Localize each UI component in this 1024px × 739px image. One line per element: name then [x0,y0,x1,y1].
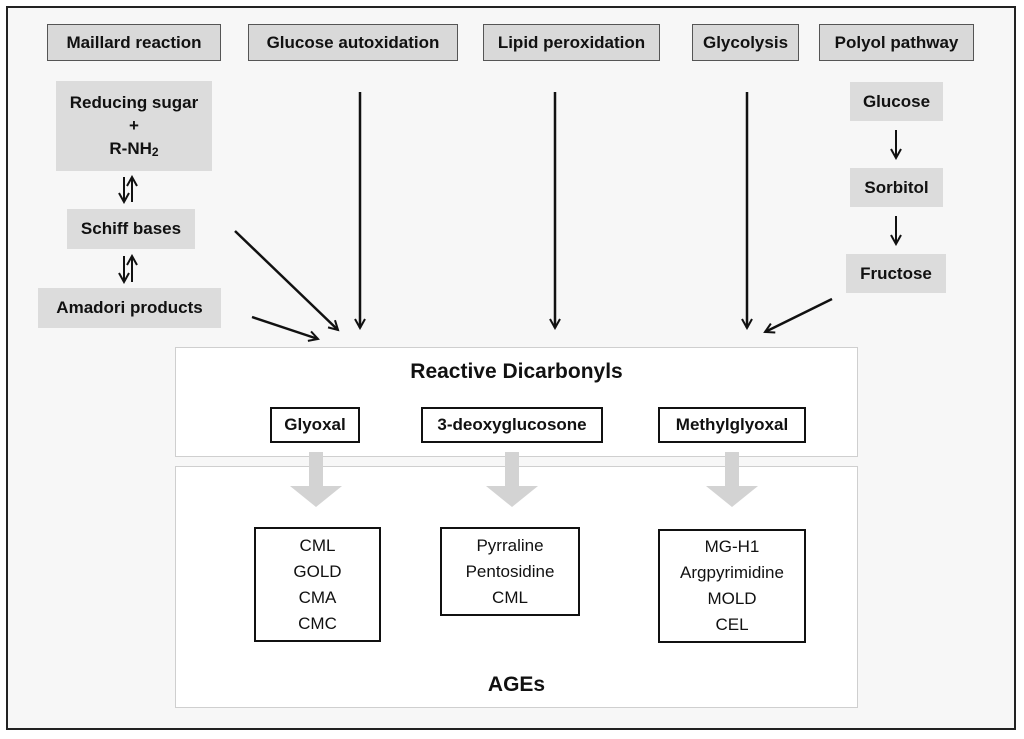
age-item: MG-H1 [704,537,760,556]
glyoxal-box: Glyoxal [270,407,360,443]
source-polyol-pathway: Polyol pathway [819,24,974,61]
plus-label: + [129,115,139,135]
age-item: CMA [298,587,337,607]
block-arrow-3-deoxyglucosone [486,452,538,507]
ages-title: AGEs [487,673,546,696]
age-item: CML [492,587,528,607]
polyol-glucose-box: Glucose [850,82,943,121]
arrow-fructose-to-dicarbonyls [765,297,833,332]
age-item: CML [299,535,336,555]
age-item: Argpyrimidine [680,563,784,582]
ages-glyoxal-products: CML GOLD CMA CMC [254,527,381,642]
3-deoxyglucosone-box: 3-deoxyglucosone [421,407,603,443]
arrow-amadori-to-dicarbonyls [251,315,318,339]
source-glucose-autoxidation: Glucose autoxidation [248,24,458,61]
methylglyoxal-box: Methylglyoxal [658,407,806,443]
reactive-dicarbonyls-title: Reactive Dicarbonyls [410,360,623,383]
reversible-arrow-sugar-schiff [124,177,132,202]
source-glycolysis: Glycolysis [692,24,799,61]
ages-methylglyoxal-products: MG-H1 Argpyrimidine MOLD CEL [658,529,806,643]
age-item: Pyrraline [476,535,544,555]
block-arrow-glyoxal [290,452,342,507]
age-item: GOLD [293,561,342,581]
reducing-sugar-amine-box: Reducing sugar + R-NH2 [56,81,212,171]
source-lipid-peroxidation: Lipid peroxidation [483,24,660,61]
age-item: MOLD [707,589,757,608]
age-item: CEL [715,615,749,634]
source-maillard-reaction: Maillard reaction [47,24,221,61]
reversible-arrow-schiff-amadori [124,256,132,282]
age-item: Pentosidine [465,561,555,581]
amadori-products-box: Amadori products [38,288,221,328]
ages-3-deoxyglucosone-products: Pyrraline Pentosidine CML [440,527,580,616]
arrow-schiff-to-dicarbonyls [234,230,338,330]
polyol-fructose-box: Fructose [846,254,946,293]
block-arrow-methylglyoxal [706,452,758,507]
schiff-bases-box: Schiff bases [67,209,195,249]
age-item: CMC [298,613,337,633]
reducing-sugar-label: Reducing sugar [69,92,199,112]
amine-label: R-NH2 [109,138,159,159]
polyol-sorbitol-box: Sorbitol [850,168,943,207]
